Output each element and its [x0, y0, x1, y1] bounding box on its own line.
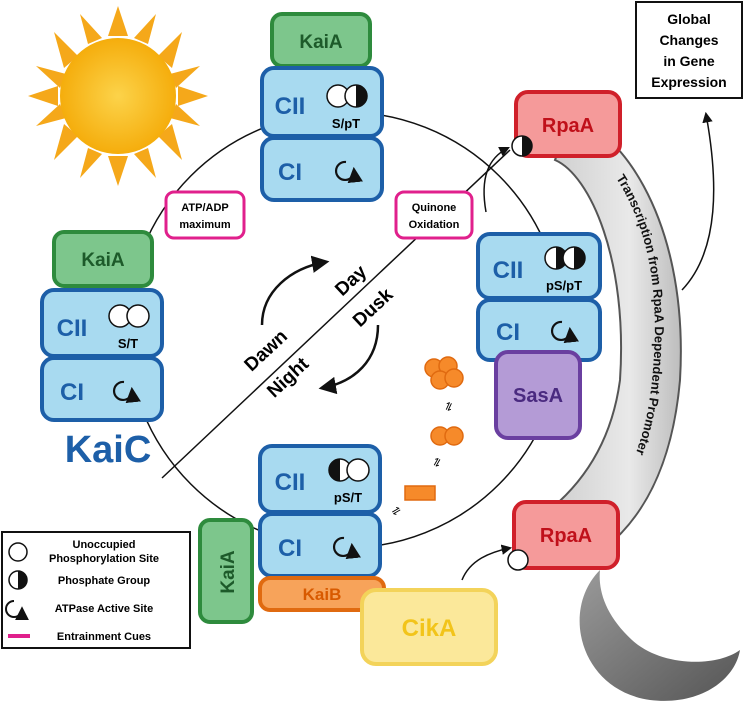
sun-rays	[28, 6, 208, 186]
svg-text:CII: CII	[493, 257, 524, 284]
rpaa-top	[514, 90, 622, 158]
svg-text:Global: Global	[667, 11, 711, 27]
quinone-to-rpaa-arrow	[483, 147, 510, 213]
legend: Unoccupied Phosphorylation Site Phosphat…	[1, 531, 191, 649]
kaib-oligomers: ⇌ ⇌ ⇌	[390, 356, 464, 519]
sasa	[494, 350, 582, 440]
svg-text:⇌: ⇌	[390, 504, 404, 519]
kaia-bottom	[198, 518, 254, 624]
atpase-icon	[112, 380, 141, 404]
svg-text:Changes: Changes	[659, 32, 718, 48]
svg-text:pS/pT: pS/pT	[546, 278, 582, 293]
kaic-label: KaiC	[65, 429, 152, 471]
dawn-to-day-arrow	[260, 255, 330, 326]
svg-text:in Gene: in Gene	[663, 53, 715, 69]
svg-text:CI: CI	[60, 379, 84, 406]
svg-text:Entrainment Cues: Entrainment Cues	[57, 631, 151, 643]
svg-text:⇌: ⇌	[442, 400, 457, 413]
global-changes-box: Global Changes in Gene Expression	[635, 1, 743, 99]
legend-unoccupied-icon	[8, 542, 28, 562]
unoccupied-site-icon	[507, 549, 529, 571]
svg-text:RpaA: RpaA	[540, 525, 592, 547]
moon-icon	[579, 570, 740, 701]
svg-text:Phosphate Group: Phosphate Group	[58, 575, 151, 587]
atpase-icon	[332, 536, 361, 560]
svg-text:CII: CII	[275, 93, 306, 120]
svg-text:Oxidation: Oxidation	[409, 219, 460, 231]
svg-text:KaiA: KaiA	[299, 32, 343, 53]
kaic-right-complex: CII pS/pT CI SasA	[476, 232, 602, 440]
cika-to-rpaa-arrow	[461, 544, 513, 581]
phase-dusk: Dusk	[349, 284, 398, 331]
kaia-left	[52, 230, 154, 288]
sun-icon	[28, 6, 208, 186]
rpaa-bottom	[512, 500, 620, 570]
kaic-top-ci	[260, 136, 384, 202]
svg-text:CII: CII	[275, 469, 306, 496]
sun-disc	[60, 38, 176, 154]
svg-text:S/pT: S/pT	[332, 116, 360, 131]
svg-text:KaiB: KaiB	[303, 585, 342, 604]
svg-text:Expression: Expression	[651, 74, 726, 90]
legend-atpase-icon	[5, 600, 29, 621]
svg-text:KaiA: KaiA	[81, 250, 125, 271]
cika-label: CikA	[402, 615, 457, 642]
cika	[360, 588, 498, 666]
kaic-left-ci	[40, 356, 164, 422]
dusk-to-night-arrow	[318, 324, 380, 395]
svg-text:Quinone: Quinone	[412, 202, 457, 214]
svg-text:maximum: maximum	[179, 219, 231, 231]
svg-text:ATPase Active Site: ATPase Active Site	[55, 603, 153, 615]
atp-adp-cue: ATP/ADP maximum	[164, 190, 246, 240]
svg-text:CI: CI	[278, 159, 302, 186]
svg-text:pS/T: pS/T	[334, 490, 362, 505]
atpase-icon	[334, 160, 363, 184]
phase-day: Day	[331, 261, 371, 300]
quinone-cue: Quinone Oxidation	[394, 190, 474, 240]
svg-text:RpaA: RpaA	[542, 115, 594, 137]
kaic-left-complex: KaiA CII S/T CI KaiC	[40, 230, 164, 471]
svg-text:SasA: SasA	[513, 385, 563, 407]
svg-text:KaiA: KaiA	[218, 550, 239, 594]
svg-text:Unoccupied: Unoccupied	[73, 539, 136, 551]
svg-text:CI: CI	[278, 535, 302, 562]
kaic-top-complex: KaiA CII S/pT CI	[260, 12, 384, 202]
kaic-bottom-complex: KaiA CII pS/T CI KaiB	[198, 444, 386, 624]
svg-text:CI: CI	[496, 319, 520, 346]
svg-text:S/T: S/T	[118, 336, 138, 351]
svg-text:Phosphorylation Site: Phosphorylation Site	[49, 553, 159, 565]
band-to-expression-arrow	[681, 111, 715, 291]
svg-text:⇌: ⇌	[430, 456, 445, 470]
atpase-icon	[550, 320, 579, 344]
svg-text:CII: CII	[57, 315, 88, 342]
svg-text:ATP/ADP: ATP/ADP	[181, 202, 228, 214]
